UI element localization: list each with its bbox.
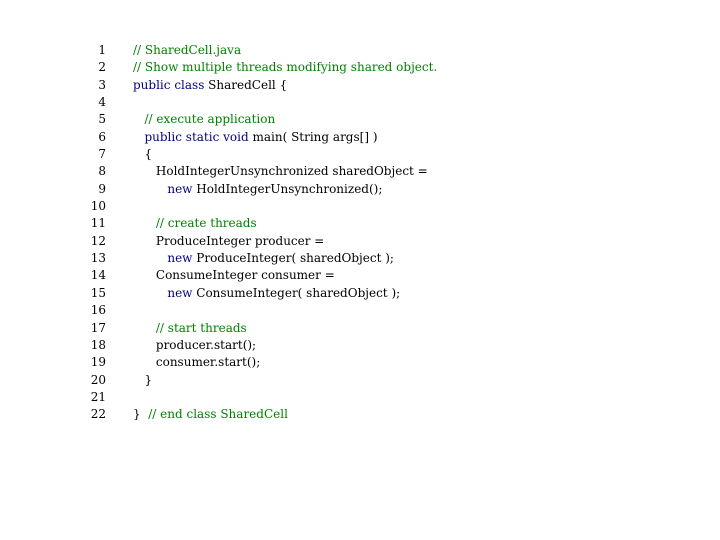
plain-token: SharedCell { — [204, 77, 288, 92]
plain-token — [133, 286, 167, 300]
plain-token: producer.start(); — [133, 337, 257, 352]
plain-token: main( String args[] ) — [248, 129, 378, 144]
line-number: 11 — [90, 216, 106, 231]
line-code: consumer.start(); — [133, 354, 260, 371]
line-code: // start threads — [133, 320, 247, 337]
line-code: new HoldIntegerUnsynchronized(); — [133, 181, 382, 198]
code-line: 14 ConsumeInteger consumer = — [0, 267, 720, 284]
plain-token: } — [133, 372, 153, 387]
code-line: 20 } — [0, 372, 720, 389]
comment-token: // Show multiple threads modifying share… — [133, 60, 438, 75]
line-number: 21 — [90, 389, 106, 404]
line-code: ConsumeInteger consumer = — [133, 267, 335, 284]
line-number: 6 — [98, 129, 106, 144]
keyword-token: public — [133, 77, 171, 92]
plain-token: ConsumeInteger consumer = — [133, 268, 335, 283]
line-code: } — [133, 372, 152, 389]
code-line: 11 // create threads — [0, 215, 720, 232]
plain-token — [133, 130, 144, 144]
line-code: { — [133, 146, 152, 163]
plain-token: HoldIntegerUnsynchronized(); — [192, 181, 383, 196]
code-line: 17 // start threads — [0, 320, 720, 337]
plain-token: } — [133, 407, 149, 422]
line-code: ProduceInteger producer = — [133, 233, 325, 250]
line-number: 9 — [98, 181, 106, 196]
keyword-token: new — [167, 251, 193, 266]
line-code: // SharedCell.java — [133, 42, 241, 59]
code-line: 3 public class SharedCell { — [0, 77, 720, 94]
code-line: 6 public static void main( String args[]… — [0, 129, 720, 146]
line-code: new ConsumeInteger( sharedObject ); — [133, 285, 400, 302]
comment-token: // SharedCell.java — [133, 43, 242, 57]
code-line: 5 // execute application — [0, 111, 720, 128]
code-line: 4 — [0, 94, 720, 111]
code-line: 18 producer.start(); — [0, 337, 720, 354]
line-code: public static void main( String args[] ) — [133, 129, 378, 146]
line-number: 20 — [90, 372, 106, 387]
line-code: // create threads — [133, 215, 257, 232]
code-line: 19 consumer.start(); — [0, 354, 720, 371]
keyword-token: void — [223, 129, 249, 144]
plain-token: ProduceInteger( sharedObject ); — [192, 251, 394, 266]
code-line: 21 — [0, 389, 720, 406]
plain-token: ProduceInteger producer = — [133, 233, 325, 248]
line-code: // execute application — [133, 111, 275, 128]
line-number: 19 — [90, 355, 106, 370]
line-code: // Show multiple threads modifying share… — [133, 59, 437, 76]
line-number: 13 — [90, 251, 106, 266]
code-line: 2 // Show multiple threads modifying shar… — [0, 59, 720, 76]
line-number: 12 — [90, 233, 106, 248]
line-number: 5 — [98, 112, 106, 127]
plain-token — [133, 182, 167, 196]
line-code: producer.start(); — [133, 337, 256, 354]
code-line: 22} // end class SharedCell — [0, 406, 720, 423]
plain-token — [133, 112, 144, 126]
plain-token — [133, 251, 167, 265]
comment-token: // start threads — [155, 320, 247, 335]
line-number: 18 — [90, 337, 106, 352]
code-line: 7 { — [0, 146, 720, 163]
line-number: 4 — [98, 95, 106, 110]
line-code: public class SharedCell { — [133, 77, 287, 94]
code-line: 8 HoldIntegerUnsynchronized sharedObject… — [0, 163, 720, 180]
plain-token: ConsumeInteger( sharedObject ); — [192, 285, 401, 300]
keyword-token: static — [185, 129, 220, 144]
code-line: 10 — [0, 198, 720, 215]
keyword-token: class — [174, 77, 205, 92]
line-number: 3 — [98, 77, 106, 92]
line-number: 16 — [90, 303, 106, 318]
code-line: 15 new ConsumeInteger( sharedObject ); — [0, 285, 720, 302]
line-code: new ProduceInteger( sharedObject ); — [133, 250, 394, 267]
line-number: 15 — [90, 285, 106, 300]
comment-token: // execute application — [144, 112, 276, 127]
line-number: 17 — [90, 320, 106, 335]
code-line: 13 new ProduceInteger( sharedObject ); — [0, 250, 720, 267]
code-line: 1 // SharedCell.java — [0, 42, 720, 59]
line-number: 22 — [90, 407, 106, 422]
code-line: 12 ProduceInteger producer = — [0, 233, 720, 250]
line-number: 14 — [90, 268, 106, 283]
line-code: HoldIntegerUnsynchronized sharedObject = — [133, 163, 428, 180]
code-line: 16 — [0, 302, 720, 319]
line-number: 1 — [98, 43, 106, 57]
plain-token: consumer.start(); — [133, 355, 261, 370]
line-number: 7 — [98, 147, 106, 162]
comment-token: // end class SharedCell — [148, 407, 288, 422]
code-listing: 1 // SharedCell.java 2 // Show multiple thr… — [0, 42, 720, 424]
plain-token: { — [133, 147, 153, 162]
plain-token — [133, 321, 156, 335]
keyword-token: new — [167, 285, 193, 300]
keyword-token: new — [167, 181, 193, 196]
line-number: 10 — [90, 199, 106, 214]
line-code: } // end class SharedCell — [133, 406, 288, 423]
plain-token — [133, 216, 156, 230]
line-number: 2 — [98, 60, 106, 75]
comment-token: // create threads — [155, 216, 257, 231]
plain-token: HoldIntegerUnsynchronized sharedObject = — [133, 164, 428, 179]
keyword-token: public — [144, 129, 182, 144]
line-number: 8 — [98, 164, 106, 179]
code-line: 9 new HoldIntegerUnsynchronized(); — [0, 181, 720, 198]
